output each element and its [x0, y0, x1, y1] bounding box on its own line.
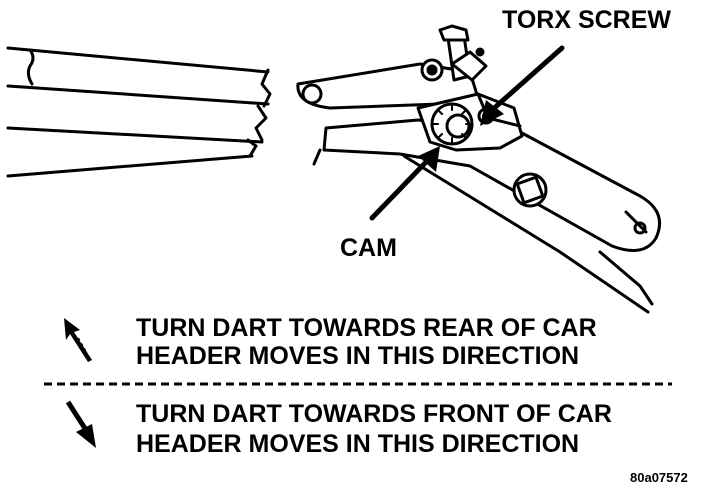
torx-screw-callout: TORX SCREW	[502, 6, 671, 34]
legend-front-line2: HEADER MOVES IN THIS DIRECTION	[136, 430, 579, 458]
square-pivot	[512, 172, 548, 208]
callout-arrows	[369, 45, 565, 221]
legend-rear-arrow-icon	[64, 318, 92, 362]
legend-rear-line2: HEADER MOVES IN THIS DIRECTION	[136, 342, 579, 370]
lower-arm	[322, 118, 661, 252]
figure-id: 80a07572	[630, 470, 688, 485]
header-rail	[6, 46, 272, 178]
link-pivot	[301, 83, 323, 105]
legend-rear-line1: TURN DART TOWARDS REAR OF CAR	[136, 314, 597, 342]
cam-callout: CAM	[340, 234, 397, 262]
hinge-mechanism	[296, 24, 661, 314]
cam	[430, 102, 474, 146]
support-strut	[402, 154, 650, 314]
legend-front-arrow-icon	[65, 400, 96, 448]
legend-front-line1: TURN DART TOWARDS FRONT OF CAR	[136, 400, 612, 428]
